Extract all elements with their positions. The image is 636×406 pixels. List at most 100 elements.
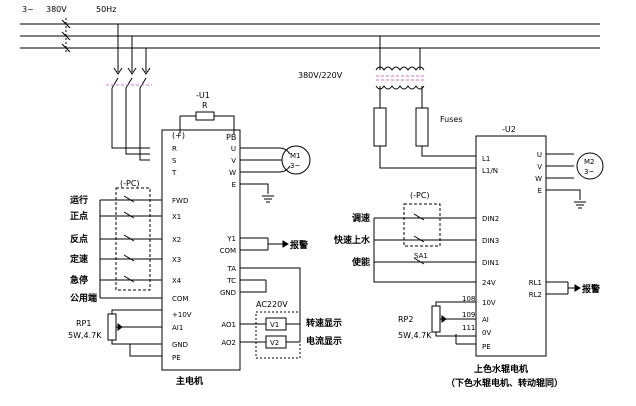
u1-pin-right-5: COM — [220, 247, 236, 255]
u1-pin-right-7: TC — [226, 277, 236, 285]
u1-input-0: 运行 — [70, 194, 88, 206]
u2-pin-left-4: DIN1 — [482, 259, 499, 267]
v1-label: V1 — [270, 321, 279, 329]
u2-pin-right-4: RL1 — [529, 279, 542, 287]
u2-pin-right-5: RL2 — [529, 291, 542, 299]
rp2-pot — [431, 305, 441, 333]
u2-caption-main: 上色水辊电机 — [474, 363, 528, 375]
alarm2-label: 报警 — [582, 283, 600, 295]
sa1-label: SA1 — [414, 252, 428, 260]
u2-pin-left-9: PE — [482, 343, 491, 351]
alarm1-label: 报警 — [290, 239, 308, 251]
motor1-name: M1 — [290, 152, 301, 160]
fuse-label: Fuses — [440, 115, 463, 124]
rp1-name: RP1 — [76, 319, 91, 328]
u1-pin-left-1: S — [172, 157, 177, 165]
u1-r-label: R — [202, 101, 208, 110]
current-display-label: 电流显示 — [306, 335, 342, 347]
transformer-label: 380V/220V — [298, 71, 343, 80]
u2-input-2: 使能 — [351, 256, 370, 268]
u1-pin-left-3: FWD — [172, 197, 188, 205]
fuse-2 — [415, 107, 429, 147]
u1-input-4: 急停 — [70, 274, 88, 286]
u1-pin-right-3: E — [232, 181, 236, 189]
u1-pin-left-11: GND — [172, 341, 188, 349]
supply-phase: 3~ — [22, 5, 34, 14]
u2-tag: -U2 — [502, 125, 516, 134]
u1-pin-left-4: X1 — [172, 213, 181, 221]
u1-pin-right-2: W — [229, 169, 236, 177]
rp1-spec: 5W,4.7K — [68, 331, 102, 340]
u1-pb: PB — [226, 133, 236, 142]
u1-plus: (+) — [172, 131, 185, 140]
u2-pin-left-3: DIN3 — [482, 237, 499, 245]
u1-pin-left-2: T — [171, 169, 177, 177]
u1-pin-left-9: +10V — [172, 311, 192, 319]
u1-tag: -U1 — [196, 91, 210, 100]
transformer-secondary — [375, 85, 425, 90]
rp2-spec: 5W,4.7K — [398, 331, 432, 340]
u1-pin-left-12: PE — [172, 354, 181, 362]
u1-pin-right-1: V — [231, 157, 236, 165]
u2-pin-right-2: W — [535, 175, 542, 183]
braking-resistor — [195, 111, 215, 121]
u2-num-2: 111 — [462, 324, 475, 332]
u1-pin-left-6: X3 — [172, 256, 181, 264]
u1-input-1: 正点 — [70, 210, 88, 222]
u1-pin-left-8: COM — [172, 295, 188, 303]
u1-pin-right-4: Y1 — [226, 235, 236, 243]
pc1-label: (-PC) — [120, 179, 140, 188]
u1-pin-left-10: AI1 — [172, 324, 183, 332]
u2-pin-left-7: AI — [482, 316, 489, 324]
u2-pin-left-1: L1/N — [482, 167, 498, 175]
ac220-label: AC220V — [256, 300, 288, 309]
u1-input-2: 反点 — [70, 233, 88, 245]
u2-pin-right-3: E — [538, 187, 542, 195]
motor1-phase: 3~ — [290, 162, 300, 170]
transformer-primary — [375, 66, 425, 71]
u1-input-3: 定速 — [69, 253, 88, 265]
u1-pin-left-7: X4 — [172, 277, 182, 285]
u2-caption-sub: （下色水辊电机、转动辊同） — [446, 377, 563, 389]
u2-pin-left-8: 0V — [482, 329, 491, 337]
motor-m2 — [576, 152, 604, 180]
u1-pin-right-10: AO2 — [221, 339, 236, 347]
v2-label: V2 — [270, 339, 279, 347]
motor2-name: M2 — [584, 158, 595, 166]
pc2-box — [403, 203, 441, 247]
u1-pin-right-0: U — [231, 145, 236, 153]
u2-pin-left-6: 10V — [482, 299, 496, 307]
u1-pin-right-8: GND — [220, 289, 236, 297]
u2-num-1: 109 — [462, 311, 475, 319]
u1-pin-left-5: X2 — [172, 236, 181, 244]
u2-input-0: 调速 — [352, 212, 370, 224]
u1-pin-left-0: R — [172, 145, 177, 153]
u1-pin-right-6: TA — [226, 265, 236, 273]
u2-input-1: 快速上水 — [334, 234, 371, 246]
supply-voltage: 380V — [46, 5, 67, 14]
u1-pin-right-9: AO1 — [221, 321, 236, 329]
u1-caption: 主电机 — [176, 375, 203, 387]
u2-num-0: 108 — [462, 295, 475, 303]
speed-display-label: 转速显示 — [306, 317, 342, 329]
rp1-pot — [107, 313, 117, 341]
rp2-name: RP2 — [398, 315, 413, 324]
u2-pin-right-1: V — [537, 163, 542, 171]
u2-pin-left-0: L1 — [482, 155, 490, 163]
pc2-label: (-PC) — [410, 191, 430, 200]
u2-terminal-numbers: 108 109 111 — [462, 295, 475, 332]
u2-pin-left-2: DIN2 — [482, 215, 499, 223]
u2-pin-left-5: 24V — [482, 279, 496, 287]
u2-pin-right-0: U — [537, 151, 542, 159]
supply-freq: 50Hz — [96, 5, 116, 14]
u1-input-5: 公用端 — [70, 292, 97, 304]
u2-box — [475, 135, 547, 357]
